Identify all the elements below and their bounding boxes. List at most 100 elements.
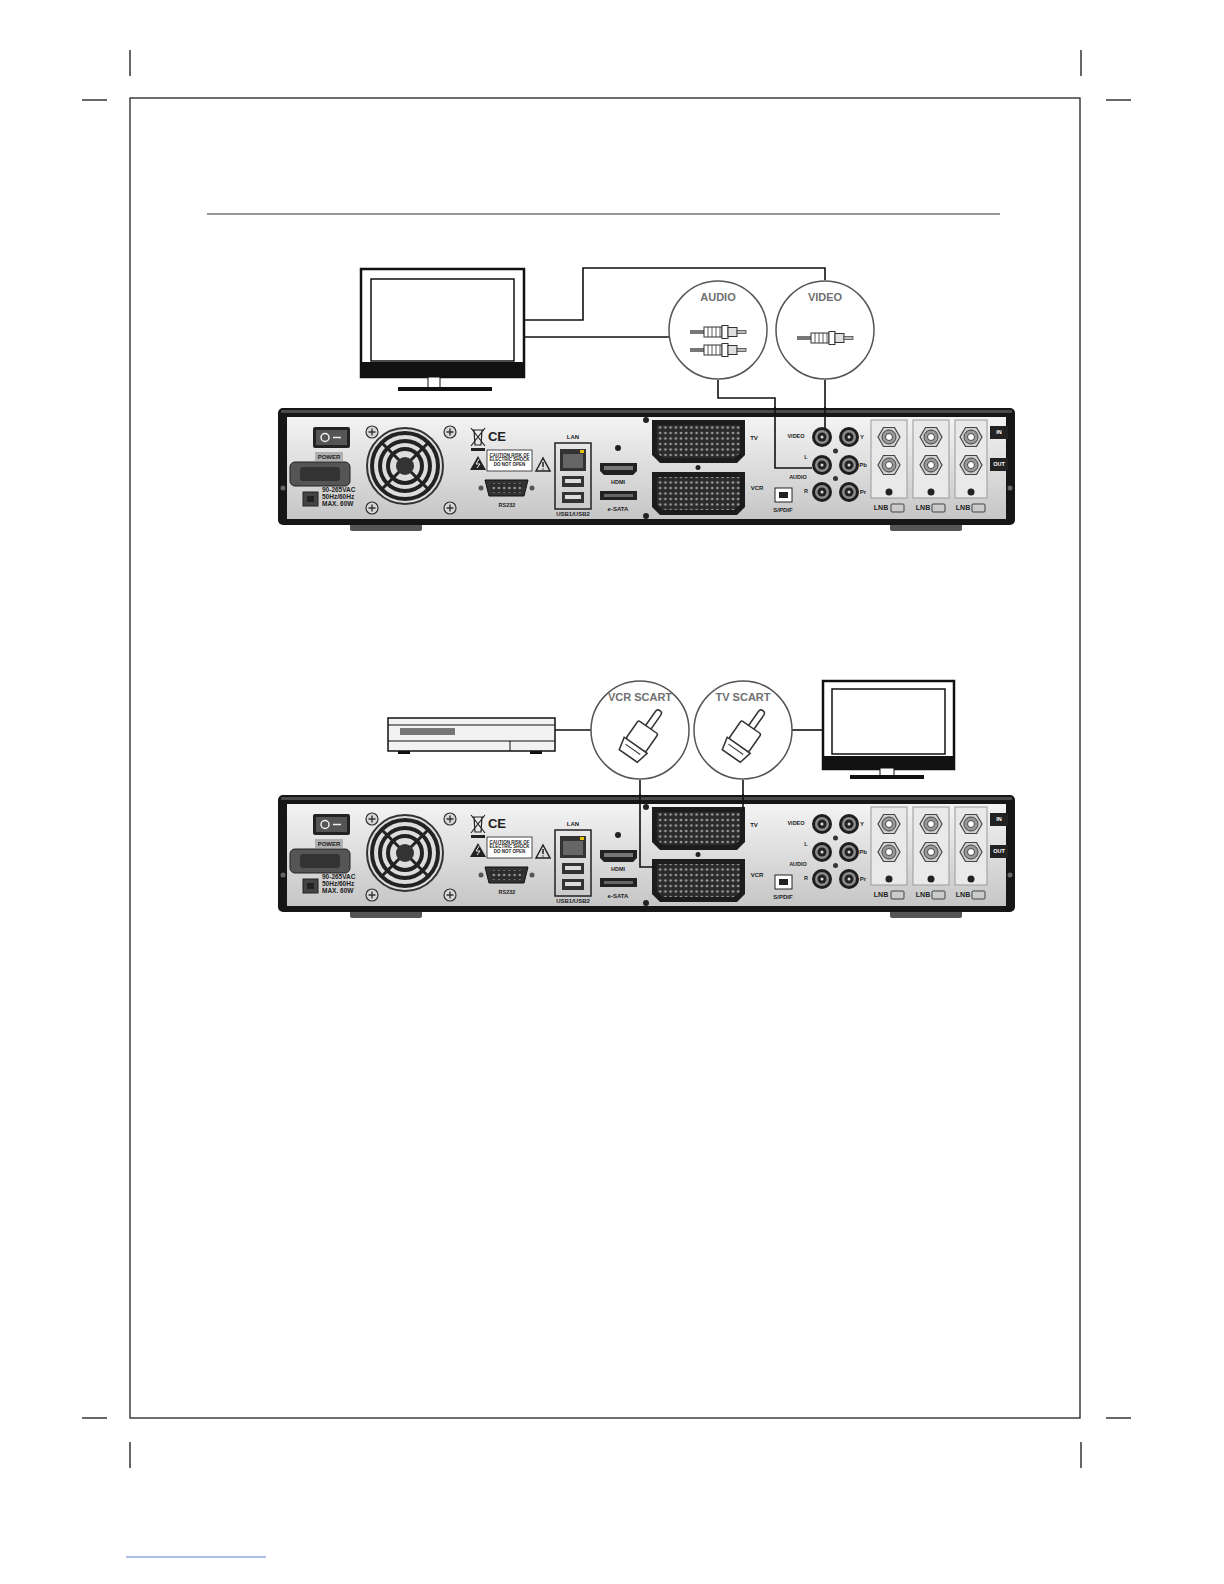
crop-mark [1106,1417,1131,1418]
crop-mark [129,1442,130,1468]
tv-neck [428,377,440,388]
panel-label: L [804,455,807,461]
receiver-panel-art [278,408,1015,531]
panel-label: RS232 [499,890,516,896]
panel-label: CAUTION RISK OF ELECTRIC SHOCK DO NOT OP… [489,454,531,468]
panel-label: 90-265VAC 50Hz/60Hz MAX. 60W [322,874,368,894]
panel-label: VCR [751,872,764,878]
panel-label: 90-265VAC 50Hz/60Hz MAX. 60W [322,487,368,507]
panel-label: AUDIO [789,475,807,481]
tv-set [823,681,954,779]
crop-mark [1106,99,1131,100]
panel-label: S/PDIF [773,894,792,900]
tv-scart-wire [742,794,744,811]
tv-neck [880,768,894,776]
cable [639,780,641,795]
tv-screen [371,279,514,361]
tv-screen [832,689,945,754]
crop-mark [1080,50,1081,76]
link-underline [126,1557,266,1558]
panel-label: HDMI [611,867,625,873]
tv-audio-wire [525,336,669,338]
vcr-line [388,725,555,726]
cable [824,380,826,408]
panel-label: LNB [874,504,888,511]
panel-label: L [804,842,807,848]
panel-label: LNB [956,891,970,898]
panel-label: IN [996,430,1002,436]
vcr-line [510,741,511,751]
callout-circle: TV SCART [693,680,793,780]
panel-label: OUT [993,849,1005,855]
panel-label: LNB [916,504,930,511]
receiver-panel-art [278,795,1015,918]
audio-wire [775,407,812,468]
panel-label: USB1/USB2 [556,898,590,904]
panel-label: Pb [859,849,867,855]
vcr-scart-wire [555,729,591,731]
panel-label: Pb [859,462,867,468]
tv-bezel [361,269,524,377]
callout-circle: VCR SCART [590,680,690,780]
tv-scart-wire [792,729,823,731]
vcr-device [388,718,555,754]
receiver-rear-panel: POWER 90-265VAC 50Hz/60Hz MAX. 60W CE CAUTI… [278,408,1015,525]
panel-label: CE [488,430,506,444]
panel-label: IN [996,817,1002,823]
panel-label: POWER [318,840,341,846]
crop-marks [82,50,1131,1468]
panel-label: e-SATA [608,506,629,512]
panel-label: LAN [567,434,579,440]
tv-foot [850,775,924,779]
panel-label: VCR [751,485,764,491]
panel-label: USB1/USB2 [556,511,590,517]
panel-label: R [804,876,808,882]
heading-rule [207,213,1000,214]
panel-label: LNB [874,891,888,898]
crop-mark [82,1417,107,1418]
panel-label: Pr [860,489,866,495]
panel-label: RS232 [499,503,516,509]
panel-label: CAUTION RISK OF ELECTRIC SHOCK DO NOT OP… [489,841,531,855]
vcr-line [388,741,555,742]
callout-circle: VIDEO [775,280,875,380]
tv-set [361,269,524,391]
crop-mark [82,99,107,100]
callout-label: VIDEO [808,292,842,304]
panel-label: e-SATA [608,893,629,899]
callout-label: TV SCART [716,692,771,704]
callout-label: VCR SCART [608,692,672,704]
receiver-rear-panel: POWER 90-265VAC 50Hz/60Hz MAX. 60W CE CAUTI… [278,795,1015,912]
panel-label: VIDEO [787,434,804,440]
panel-label: TV [750,435,758,441]
callout-circle: AUDIO [668,280,768,380]
panel-label: R [804,489,808,495]
callout-label: AUDIO [700,292,735,304]
panel-label: S/PDIF [773,507,792,513]
tv-base-bar [824,756,953,768]
tv-bezel [823,681,954,769]
page-border [130,98,1080,1418]
panel-label: LNB [916,891,930,898]
panel-label: AUDIO [789,862,807,868]
panel-label: HDMI [611,480,625,486]
vcr-slot [400,728,455,735]
panel-label: CE [488,817,506,831]
cable [718,380,775,408]
panel-label: LAN [567,821,579,827]
panel-label: Y [860,434,864,440]
crop-mark [1080,1442,1081,1468]
crop-mark [129,50,130,76]
panel-label: LNB [956,504,970,511]
panel-label: TV [750,822,758,828]
panel-label: OUT [993,462,1005,468]
vcr-body [388,718,555,751]
panel-label: POWER [318,453,341,459]
tv-base-bar [362,362,523,376]
panel-label: Y [860,821,864,827]
panel-label: VIDEO [787,821,804,827]
vcr-scart-wire [640,794,654,867]
video-wire [824,407,826,428]
